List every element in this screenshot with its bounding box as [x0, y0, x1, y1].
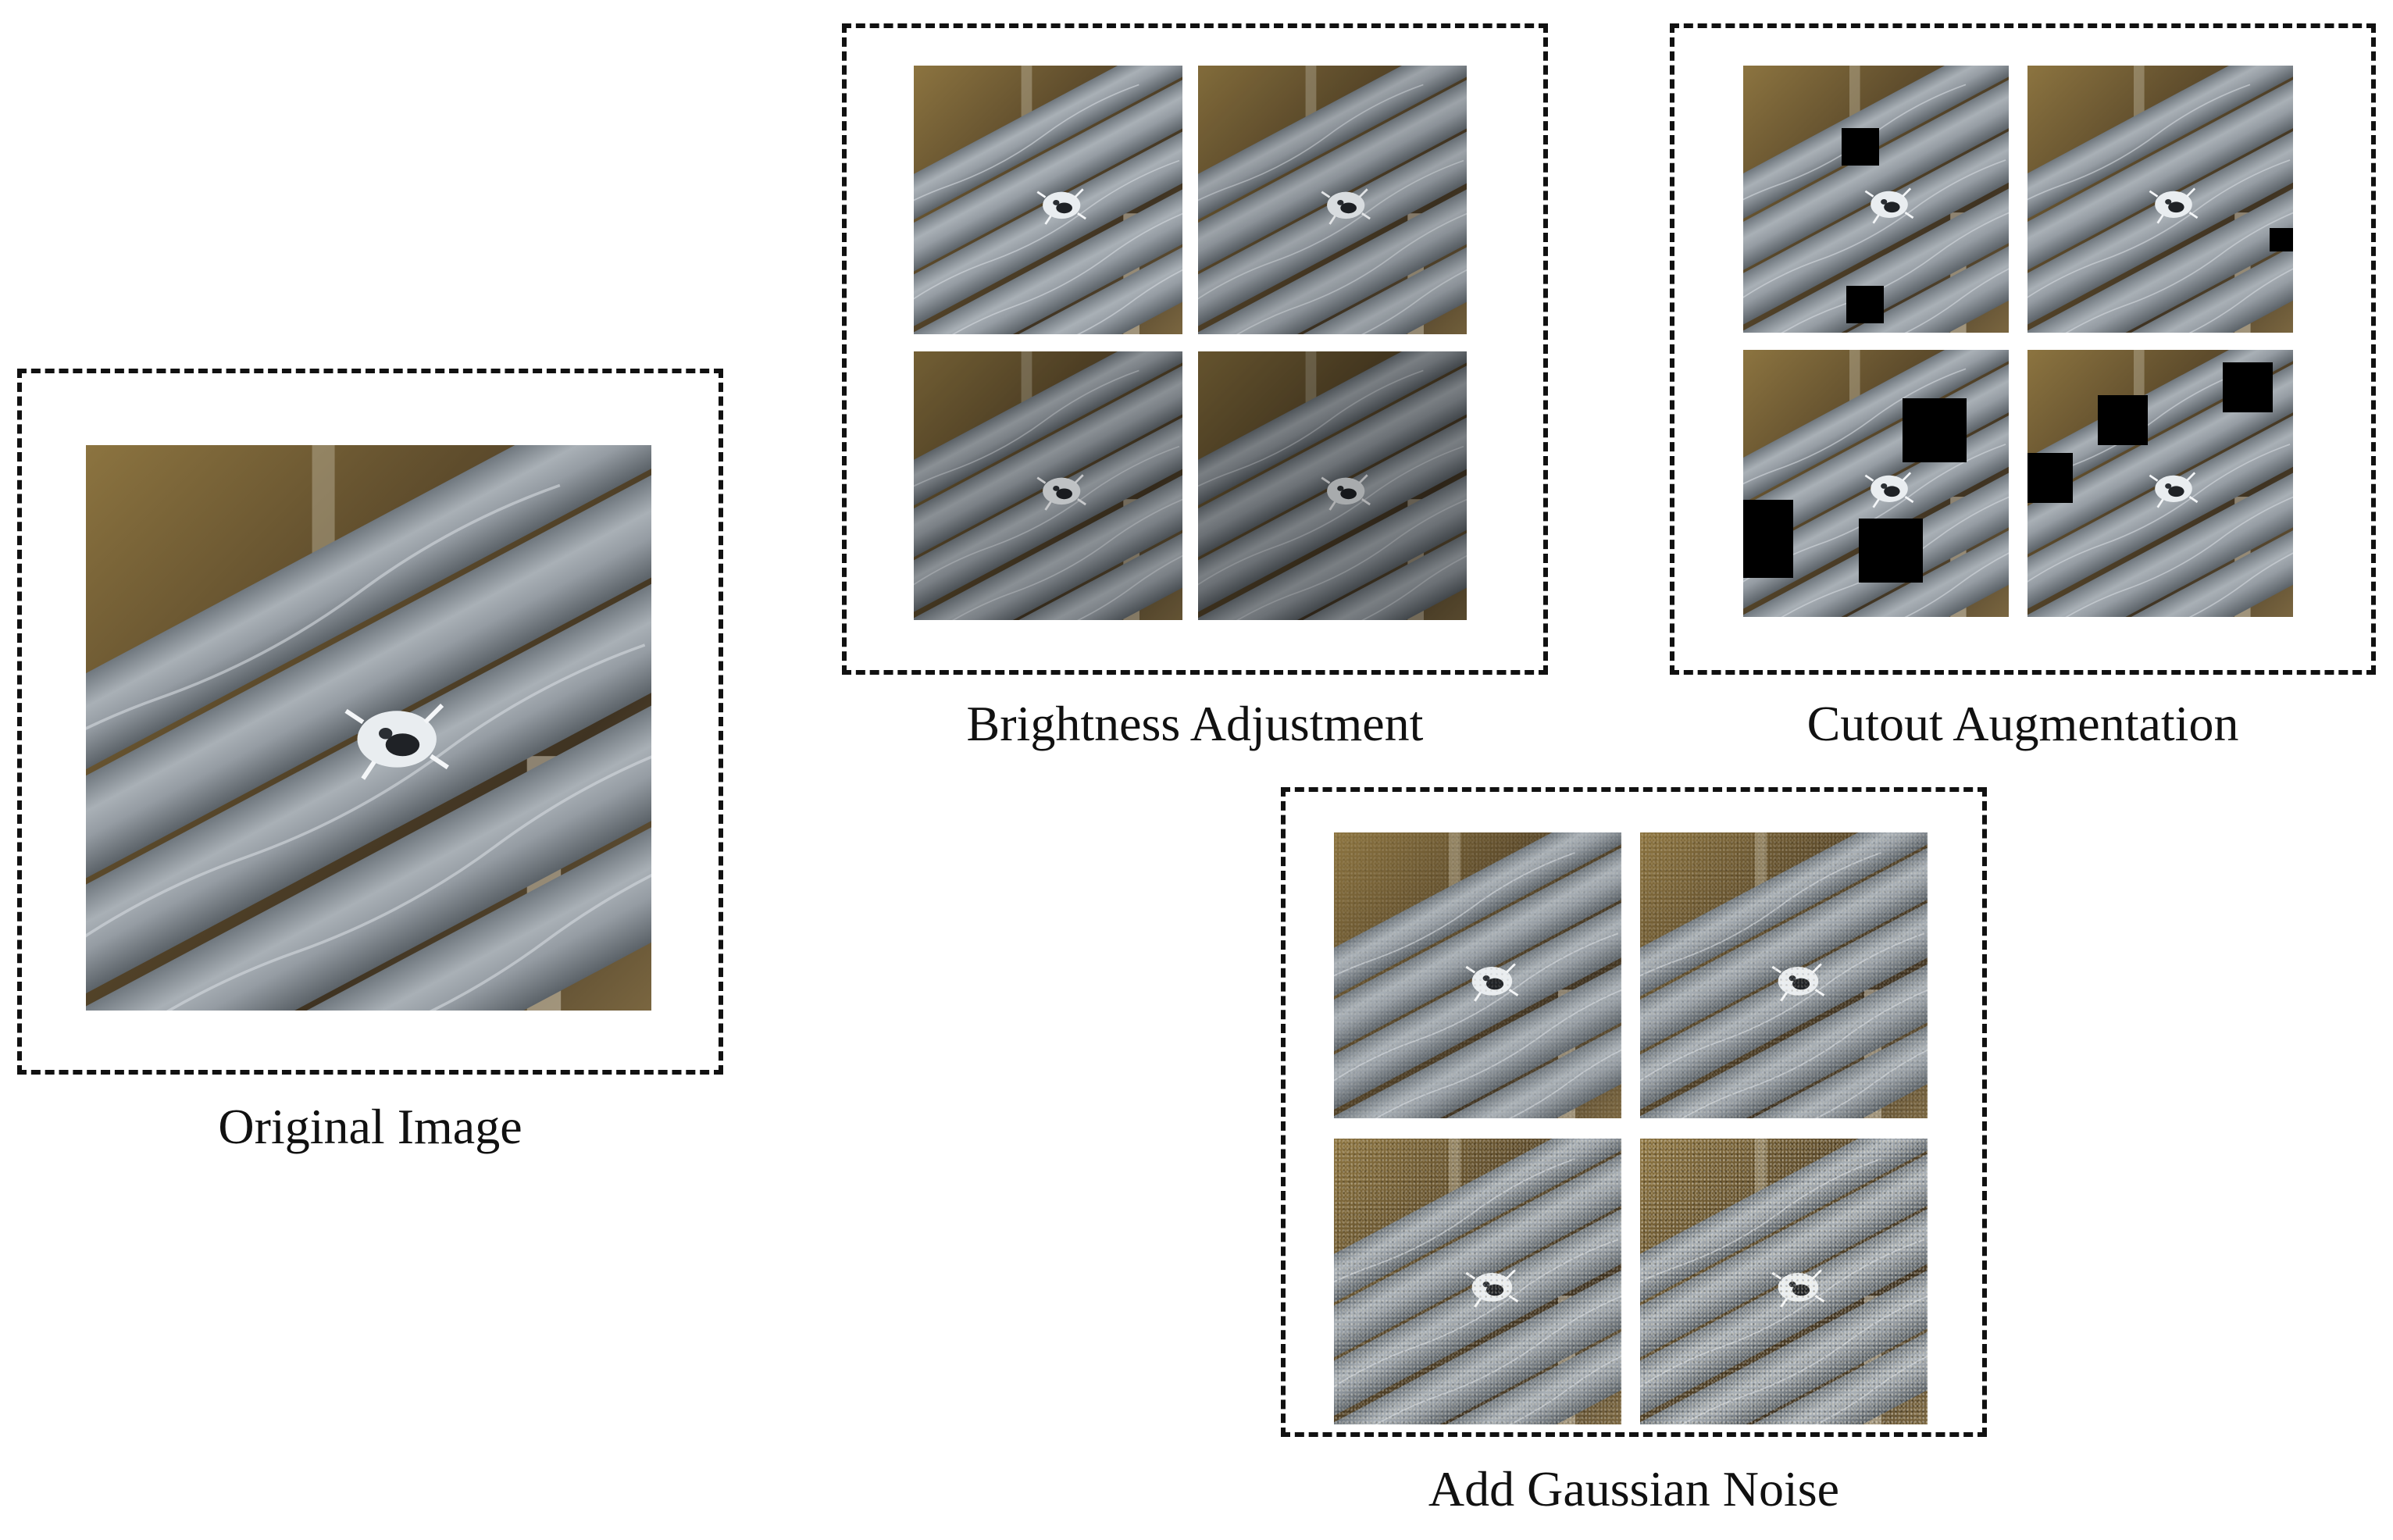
caption-add-gaussian-noise: Add Gaussian Noise [1428, 1461, 1840, 1517]
caption-cutout-augmentation: Cutout Augmentation [1806, 696, 2239, 751]
cutout-patch [1859, 519, 1923, 583]
gaussian-noise-panel [1281, 787, 1987, 1437]
cutout-patch [1842, 128, 1879, 166]
cutout-patch [2270, 228, 2293, 251]
cutout-patch [1846, 286, 1884, 323]
caption-original-image: Original Image [218, 1099, 522, 1154]
cutout-patch [2223, 362, 2273, 412]
cutout-patch [1903, 398, 1967, 462]
original-image-panel [17, 369, 723, 1075]
noise-tile-3 [1334, 1139, 1621, 1424]
brightness-tile-2 [1198, 66, 1467, 334]
cutout-patch [1743, 500, 1793, 578]
caption-brightness-adjustment: Brightness Adjustment [966, 696, 1424, 751]
cutout-patch [2098, 395, 2148, 445]
brightness-tile-3 [914, 351, 1182, 620]
cutout-tile-3 [1743, 350, 2009, 617]
noise-tile-4 [1640, 1139, 1928, 1424]
noise-tile-1 [1334, 832, 1621, 1118]
original-image [86, 445, 651, 1011]
cutout-tile-2 [2027, 66, 2293, 333]
cutout-tile-1 [1743, 66, 2009, 333]
cutout-tile-4 [2027, 350, 2293, 617]
brightness-panel [842, 23, 1548, 675]
cutout-panel [1670, 23, 2376, 675]
cutout-patch [2027, 453, 2073, 503]
brightness-tile-1 [914, 66, 1182, 334]
noise-tile-2 [1640, 832, 1928, 1118]
brightness-tile-4 [1198, 351, 1467, 620]
